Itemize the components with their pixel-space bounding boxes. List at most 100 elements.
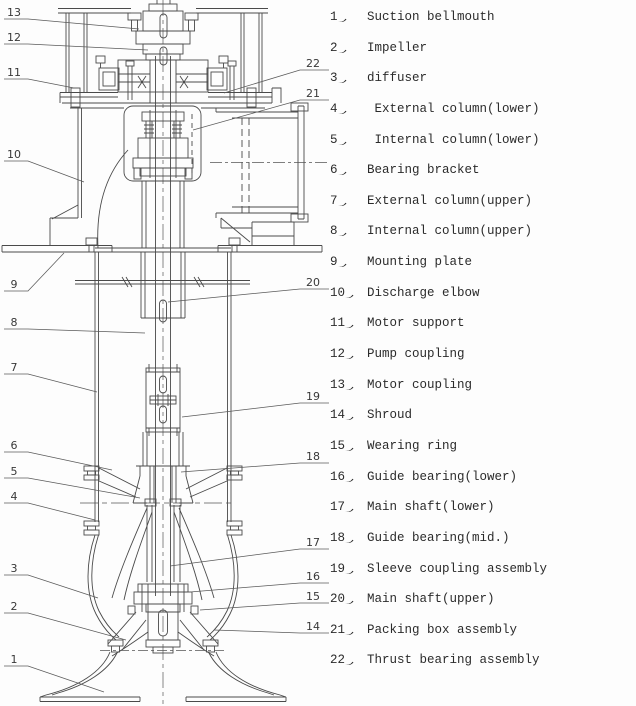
inner-column-in-elbow [141, 181, 185, 248]
part-number: 11 [330, 316, 346, 331]
ideographic-comma-mark [336, 15, 347, 25]
callout-11: 11 [7, 66, 21, 79]
callout-5: 5 [11, 465, 18, 478]
part-number: 7 [330, 193, 338, 208]
callout-numbers: 13 12 11 10 9 8 7 6 5 4 3 2 1 22 21 20 1… [7, 6, 320, 666]
part-label: Guide bearing(mid.) [367, 530, 510, 545]
ideographic-comma-mark [344, 658, 354, 668]
part-label: Suction bellmouth [367, 10, 495, 24]
list-item: 5 Internal column(lower) [328, 132, 636, 163]
column-pipes [94, 252, 232, 582]
part-label: Main shaft(upper) [367, 592, 495, 607]
part-number: 2 [330, 40, 338, 55]
ideographic-comma-mark [344, 383, 354, 392]
ideographic-comma-mark [336, 260, 347, 270]
list-item: 14 Shroud [328, 407, 636, 438]
part-number: 18 [330, 530, 346, 545]
callout-7: 7 [11, 361, 18, 374]
diffuser-bowl [87, 507, 239, 651]
ideographic-comma-mark [344, 505, 354, 515]
callout-15: 15 [306, 590, 320, 603]
ideographic-comma-mark [344, 352, 354, 362]
callout-10: 10 [7, 148, 21, 161]
part-number: 12 [330, 347, 346, 362]
part-label: Wearing ring [367, 438, 458, 453]
ideographic-comma-mark [336, 76, 347, 86]
part-number: 4 [330, 101, 338, 116]
list-item: 19 Sleeve coupling assembly [328, 561, 636, 592]
part-number: 14 [330, 408, 346, 423]
list-item: 11 Motor support [328, 315, 636, 346]
part-number: 19 [330, 561, 346, 576]
list-item: 20 Main shaft(upper) [328, 591, 636, 622]
callout-9: 9 [11, 278, 18, 291]
ideographic-comma-mark [344, 566, 354, 576]
part-label: Mounting plate [367, 255, 473, 270]
part-number: 16 [330, 469, 346, 484]
bell-flange [100, 639, 226, 653]
part-label: Bearing bracket [367, 163, 480, 178]
wearing-ring [127, 605, 199, 615]
ideographic-comma-mark [336, 199, 347, 209]
callout-1: 1 [11, 653, 18, 666]
callout-8: 8 [11, 316, 18, 329]
mounting-plate [1, 237, 323, 253]
list-item: 1 Suction bellmouth [328, 9, 636, 40]
ideographic-comma-mark [344, 444, 354, 454]
motor-support [58, 8, 282, 108]
part-label: Motor coupling [367, 377, 473, 392]
part-number: 5 [330, 132, 338, 147]
part-label: Motor support [367, 316, 465, 331]
part-number: 21 [330, 622, 346, 637]
ideographic-comma-mark [344, 628, 354, 638]
part-number: 8 [330, 224, 338, 239]
ideographic-comma-mark [344, 475, 354, 484]
list-item: 2 Impeller [328, 40, 636, 71]
part-number: 3 [330, 71, 338, 86]
thrust-bearing-assembly [95, 55, 237, 103]
callout-20: 20 [306, 276, 320, 289]
part-label: Thrust bearing assembly [367, 653, 540, 668]
leader-lines [4, 18, 329, 693]
break-lines [75, 276, 250, 504]
ideographic-comma-mark [336, 107, 347, 117]
part-label: Impeller [367, 40, 428, 55]
pump-cross-section-drawing: 13 12 11 10 9 8 7 6 5 4 3 2 1 22 21 20 1… [1, 0, 329, 704]
part-label: Pump coupling [367, 347, 465, 362]
list-item: 4 External column(lower) [328, 101, 636, 132]
ideographic-comma-mark [336, 138, 347, 147]
part-number: 20 [330, 592, 346, 607]
part-number: 10 [330, 285, 346, 300]
part-label: Main shaft(lower) [367, 500, 495, 515]
discharge-elbow [49, 102, 328, 249]
suction-bellmouth [39, 651, 287, 702]
callout-14: 14 [306, 620, 320, 633]
part-label: Shroud [367, 408, 413, 423]
packing-box-assembly [123, 105, 202, 182]
impeller [111, 609, 215, 657]
ideographic-comma-mark [344, 321, 354, 331]
lower-column-flange [83, 520, 243, 536]
part-label: Discharge elbow [367, 285, 480, 300]
ideographic-comma-mark [344, 413, 354, 423]
callout-19: 19 [306, 390, 320, 403]
callout-12: 12 [7, 31, 21, 44]
coupling-stack [127, 0, 199, 66]
callout-18: 18 [306, 450, 320, 463]
callout-4: 4 [11, 490, 18, 503]
part-number: 1 [330, 10, 338, 24]
callout-17: 17 [306, 536, 320, 549]
callout-21: 21 [306, 87, 320, 100]
part-label: Sleeve coupling assembly [367, 561, 548, 576]
sleeve-coupling-assembly [145, 364, 181, 436]
callout-6: 6 [11, 439, 18, 452]
